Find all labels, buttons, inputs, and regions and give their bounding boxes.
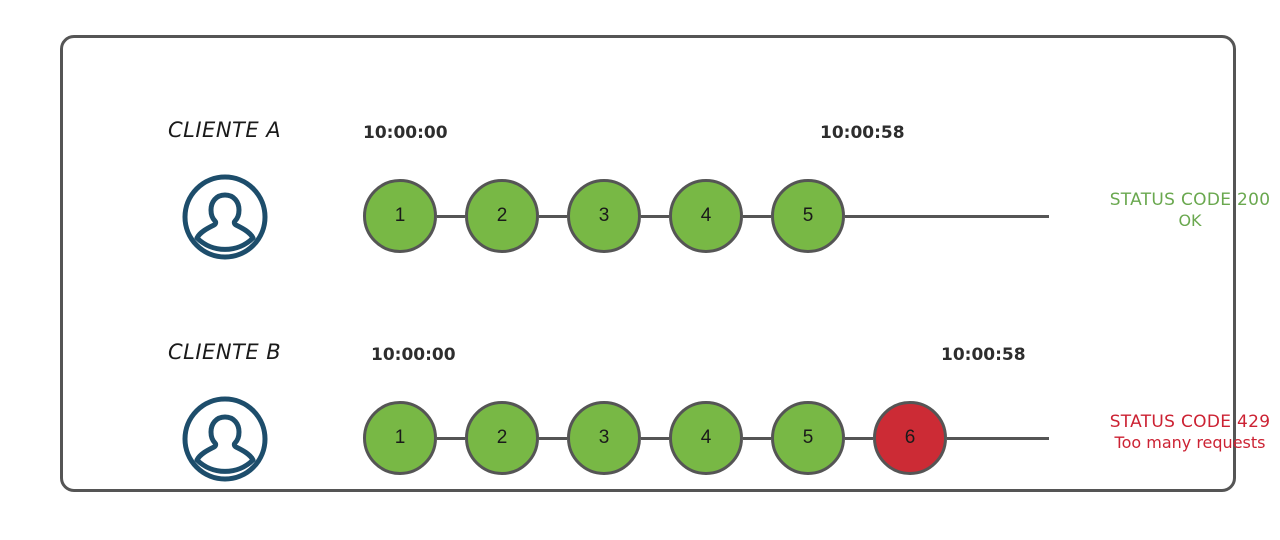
status-code-a: STATUS CODE 200 (1109, 190, 1271, 210)
request-node-6[interactable]: 6 (873, 401, 947, 475)
user-avatar-icon (181, 395, 269, 483)
user-avatar-icon (181, 173, 269, 261)
request-node-3[interactable]: 3 (567, 401, 641, 475)
request-node-2[interactable]: 2 (465, 401, 539, 475)
status-message-a: STATUS CODE 200 OK (1085, 190, 1280, 231)
chain-connector (437, 215, 465, 218)
request-node-3[interactable]: 3 (567, 179, 641, 253)
client-b-label: CLIENTE B (168, 340, 282, 364)
status-text-b: Too many requests (1114, 433, 1266, 453)
timestamp-end-a: 10:00:58 (820, 123, 905, 143)
chain-tail-connector (845, 215, 1049, 218)
chain-connector (743, 215, 771, 218)
request-node-1[interactable]: 1 (363, 179, 437, 253)
status-text-a: OK (1178, 211, 1202, 231)
chain-connector (743, 437, 771, 440)
chain-connector (437, 437, 465, 440)
request-node-2[interactable]: 2 (465, 179, 539, 253)
chain-connector (539, 437, 567, 440)
status-message-b: STATUS CODE 429 Too many requests (1085, 412, 1280, 453)
chain-tail-connector (947, 437, 1049, 440)
timestamp-start-a: 10:00:00 (363, 123, 448, 143)
chain-connector (845, 437, 873, 440)
request-node-4[interactable]: 4 (669, 401, 743, 475)
chain-connector (539, 215, 567, 218)
timestamp-end-b: 10:00:58 (941, 345, 1026, 365)
timestamp-start-b: 10:00:00 (371, 345, 456, 365)
request-node-4[interactable]: 4 (669, 179, 743, 253)
client-a-label: CLIENTE A (168, 118, 282, 142)
chain-connector (641, 437, 669, 440)
request-node-5[interactable]: 5 (771, 401, 845, 475)
request-node-5[interactable]: 5 (771, 179, 845, 253)
request-node-1[interactable]: 1 (363, 401, 437, 475)
chain-connector (641, 215, 669, 218)
status-code-b: STATUS CODE 429 (1109, 412, 1271, 432)
